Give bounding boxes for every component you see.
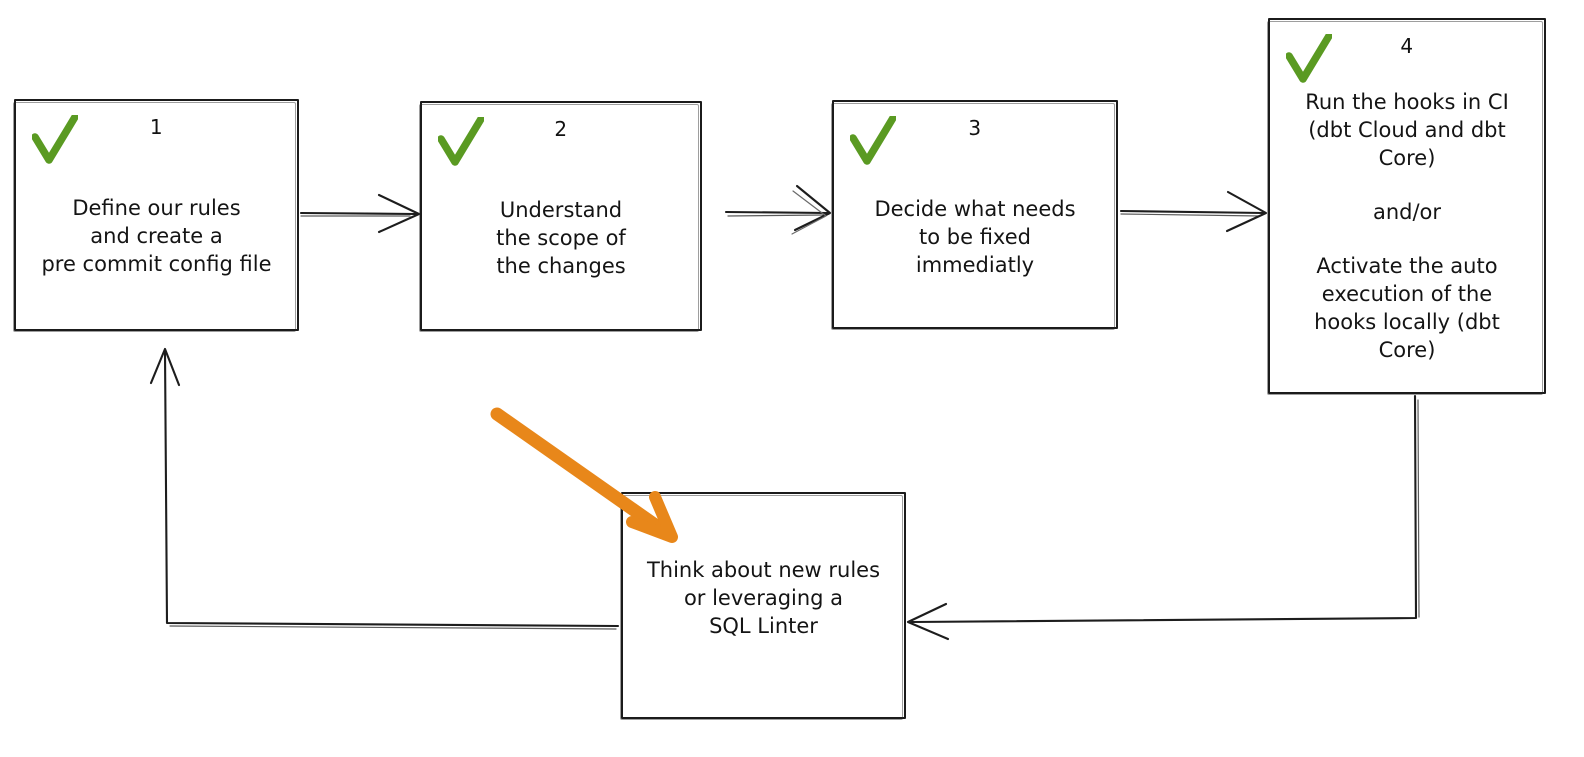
flow-node-2[interactable]: 2 Understand the scope of the changes: [419, 101, 702, 332]
flow-node-1-number: 1: [149, 115, 164, 139]
flow-node-1-line-1: Define our rules: [72, 196, 241, 220]
flow-node-2-text: Understand the scope of the changes: [430, 196, 692, 280]
flow-node-4-line-3: Core): [1378, 146, 1436, 170]
flow-node-4[interactable]: 4 Run the hooks in CI (dbt Cloud and dbt…: [1267, 18, 1546, 395]
flow-node-4-line-7: Activate the auto: [1316, 254, 1498, 278]
check-mark-icon: [437, 115, 485, 169]
flow-node-5-text: Think about new rules or leveraging a SQ…: [631, 556, 896, 640]
check-mark-icon: [1285, 32, 1333, 86]
edge-1-to-2-arrow: [299, 193, 421, 234]
spacer: [1278, 226, 1536, 252]
flow-node-4-line-8: execution of the: [1321, 282, 1493, 306]
edge-5-to-1-arrow: [149, 347, 620, 630]
flow-node-4-line-1: Run the hooks in CI: [1305, 90, 1509, 114]
flow-node-1-line-3: pre commit config file: [41, 252, 272, 276]
flow-node-5-line-3: SQL Linter: [709, 614, 818, 638]
flow-node-4-line-10: Core): [1378, 338, 1436, 362]
flow-node-3-line-3: immediatly: [915, 253, 1035, 277]
flow-node-5-line-2: or leveraging a: [683, 586, 844, 610]
flow-node-2-line-3: the changes: [496, 254, 626, 278]
edge-4-to-5-arrow: [906, 394, 1420, 641]
flow-node-2-number: 2: [554, 117, 568, 141]
edge-2-to-3-arrow: [724, 184, 832, 235]
flow-node-3-text: Decide what needs to be fixed immediatly: [842, 195, 1108, 279]
flow-node-1-line-2: and create a: [90, 224, 223, 248]
flow-node-4-line-2: (dbt Cloud and dbt: [1308, 118, 1506, 142]
flow-node-3-line-2: to be fixed: [919, 225, 1031, 249]
flow-node-5-line-1: Think about new rules: [646, 558, 881, 582]
flow-node-3-number: 3: [968, 116, 982, 140]
edge-3-to-4-arrow: [1119, 190, 1268, 233]
flow-node-2-line-2: the scope of: [496, 226, 626, 250]
spacer: [1278, 172, 1536, 198]
check-mark-icon: [31, 113, 79, 167]
flow-node-4-number: 4: [1400, 34, 1414, 58]
flow-node-4-line-5: and/or: [1372, 200, 1442, 224]
flow-node-2-line-1: Understand: [499, 198, 623, 222]
check-mark-icon: [849, 114, 897, 168]
flow-node-3[interactable]: 3 Decide what needs to be fixed immediat…: [831, 100, 1118, 330]
flow-node-5[interactable]: Think about new rules or leveraging a SQ…: [620, 492, 906, 720]
flow-node-3-line-1: Decide what needs: [874, 197, 1076, 221]
flow-node-4-line-9: hooks locally (dbt: [1314, 310, 1500, 334]
flow-node-1[interactable]: 1 Define our rules and create a pre comm…: [13, 99, 299, 332]
flow-node-1-text: Define our rules and create a pre commit…: [24, 194, 289, 278]
flow-node-4-text: Run the hooks in CI (dbt Cloud and dbt C…: [1278, 88, 1536, 364]
